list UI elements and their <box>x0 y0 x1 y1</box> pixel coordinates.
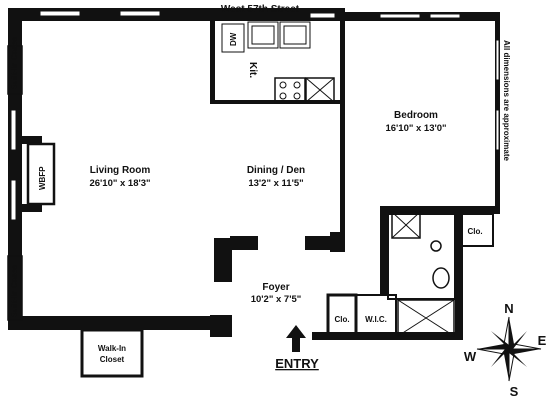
builtin-cases-top-box <box>7 45 23 95</box>
living-room-name: Living Room <box>90 165 151 176</box>
dining-den-dims: 13'2" x 11'5" <box>248 178 303 189</box>
builtin-cases-top-label: Built-In Cases <box>10 36 19 90</box>
compass-south: S <box>510 384 519 399</box>
walkin-closet-line1: Walk-In <box>98 344 126 353</box>
living-room-dims: 26'10" x 18'3" <box>89 178 150 189</box>
foyer-closet-label: Clo. <box>334 315 349 324</box>
builtin-cases-bottom-label: Built-In Cases <box>10 264 19 318</box>
wbfp-label: WBFP <box>38 166 47 190</box>
foyer-name: Foyer <box>262 282 289 293</box>
interior-walls <box>80 21 494 378</box>
disclaimer-label: All dimensions are approximate <box>502 40 511 161</box>
bedroom-dims: 16'10" x 13'0" <box>385 123 446 134</box>
entry-arrow-icon <box>286 325 306 352</box>
windows <box>10 10 500 221</box>
foyer-dims: 10'2" x 7'5" <box>251 294 302 305</box>
walkin-closet-line2: Closet <box>100 355 125 364</box>
wic-label: W.I.C. <box>365 315 387 324</box>
compass-icon <box>476 316 542 382</box>
compass-west: W <box>464 349 477 364</box>
compass-east: E <box>538 333 547 348</box>
entry-label: ENTRY <box>275 356 319 371</box>
dining-den-name: Dining / Den <box>247 165 305 176</box>
dw-label: DW <box>229 32 238 46</box>
kitchen-label: Kit. <box>247 62 258 78</box>
fireplace <box>22 136 56 212</box>
bedroom-closet-label: Clo. <box>467 227 482 236</box>
street-label: West 57th Street <box>221 4 300 15</box>
builtin-cases-bottom-box <box>7 255 23 321</box>
kitchen-fixtures <box>221 21 450 289</box>
compass-north: N <box>504 301 513 316</box>
bedroom-name: Bedroom <box>394 110 438 121</box>
